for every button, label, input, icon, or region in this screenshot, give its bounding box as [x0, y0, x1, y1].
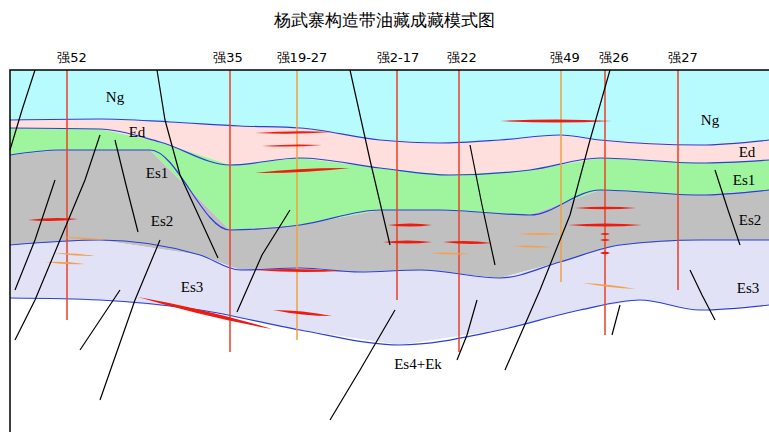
- strata-label: Es1: [733, 172, 756, 189]
- well-track: [458, 70, 460, 352]
- oil-body: [583, 283, 636, 289]
- strata-boundary: [10, 150, 769, 230]
- oil-body: [255, 131, 332, 134]
- oil-body: [383, 241, 432, 244]
- oil-body: [28, 218, 78, 221]
- fault-line: [157, 70, 218, 258]
- strata-band: [10, 298, 769, 432]
- oil-body: [600, 233, 610, 235]
- fault-line: [115, 140, 138, 232]
- section-frame: [10, 70, 769, 432]
- well-track: [296, 70, 298, 340]
- fault-line: [470, 145, 495, 265]
- well-name: 强19-27: [277, 49, 328, 67]
- fault-line: [15, 135, 100, 340]
- oil-body: [255, 168, 350, 173]
- well-track: [229, 70, 231, 352]
- oil-body: [512, 245, 552, 247]
- well-name: 强35: [213, 49, 243, 67]
- oil-body: [518, 233, 560, 235]
- strata-label: Ng: [106, 89, 124, 106]
- well-track: [677, 70, 679, 290]
- well-track: [560, 70, 562, 282]
- oil-body: [568, 224, 642, 227]
- oil-body: [430, 252, 470, 254]
- strata-label: Es1: [146, 165, 169, 182]
- fault-line: [690, 270, 715, 320]
- well-name: 强52: [57, 49, 87, 67]
- fault-line: [237, 210, 290, 312]
- oil-body: [138, 297, 272, 329]
- strata-boundary: [10, 128, 769, 175]
- well-track: [604, 70, 606, 335]
- oil-body: [262, 144, 322, 146]
- strata-boundary: [10, 240, 769, 278]
- fault-line: [505, 70, 610, 370]
- oil-body: [253, 269, 342, 272]
- strata-label: Es3: [181, 279, 204, 296]
- well-name: 强49: [550, 49, 580, 67]
- fault-line: [457, 300, 477, 360]
- strata-label: Ed: [739, 144, 756, 161]
- fault-line: [330, 310, 395, 420]
- oil-body: [600, 252, 610, 255]
- fault-line: [100, 240, 160, 400]
- well-name: 强26: [599, 49, 629, 67]
- strata-label: Es2: [739, 212, 762, 229]
- well-name: 强2-17: [377, 49, 420, 67]
- fault-line: [80, 290, 120, 350]
- oil-body: [388, 224, 432, 227]
- strata-label: Ng: [701, 112, 719, 129]
- fault-line: [350, 70, 390, 245]
- oil-body: [443, 241, 492, 244]
- strata-boundary: [10, 298, 769, 345]
- well-track: [396, 70, 398, 300]
- fault-line: [10, 70, 35, 150]
- strata-label: Es3: [737, 280, 760, 297]
- oil-body: [600, 239, 610, 241]
- oil-body: [575, 207, 636, 210]
- oil-body: [55, 253, 95, 256]
- well-name: 强27: [668, 49, 698, 67]
- well-track: [66, 70, 68, 320]
- oil-body: [273, 310, 332, 316]
- fault-line: [15, 180, 55, 290]
- strata-label: Es4+Ek: [394, 356, 442, 373]
- diagram-title: 杨武寨构造带油藏成藏模式图: [274, 9, 495, 32]
- strata-label: Es2: [151, 213, 174, 230]
- fault-line: [612, 305, 620, 335]
- oil-body: [62, 237, 108, 240]
- strata-label: Ed: [129, 124, 146, 141]
- well-name: 强22: [447, 49, 477, 67]
